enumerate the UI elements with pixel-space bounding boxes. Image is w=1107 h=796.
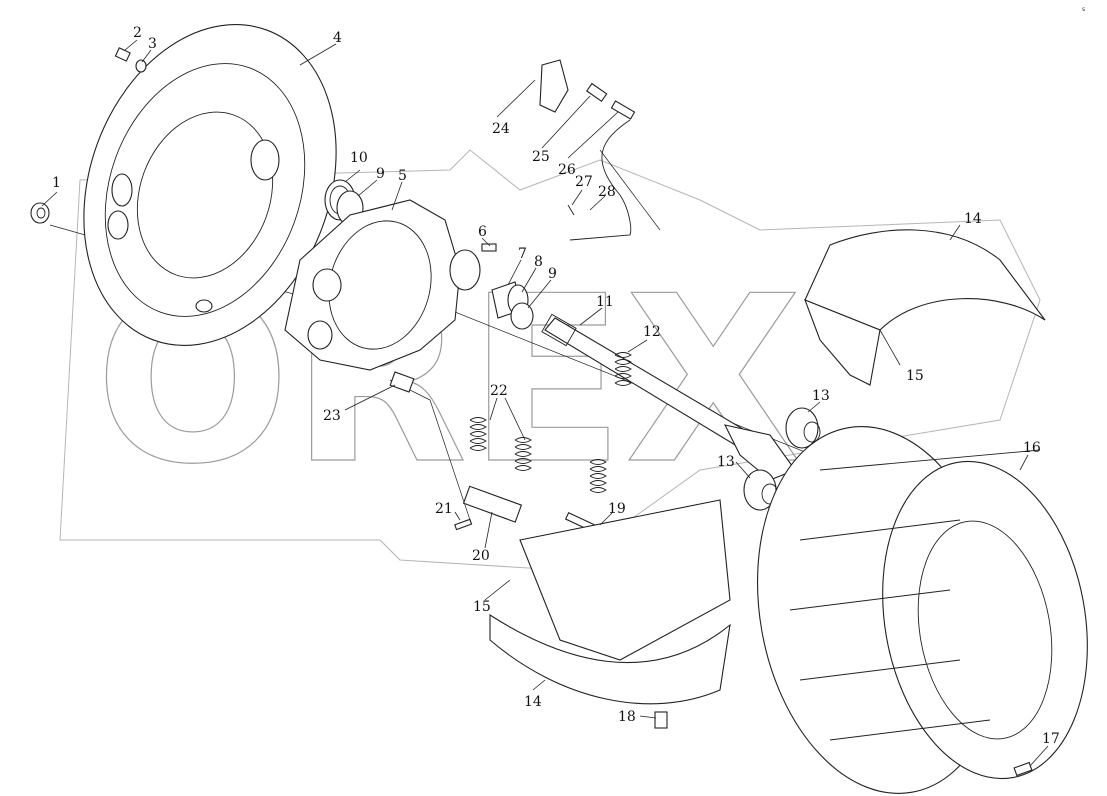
- upper-brake-shoe: [804, 229, 1046, 386]
- callout-15-lower: 15: [473, 599, 491, 615]
- callout-16: 16: [1023, 440, 1041, 456]
- callout-13-upper: 13: [812, 388, 830, 404]
- callout-5: 5: [398, 168, 407, 184]
- callout-15-upper: 15: [906, 368, 924, 384]
- callout-22: 22: [490, 383, 508, 399]
- callout-26: 26: [558, 162, 576, 178]
- brake-spider: [284, 199, 481, 371]
- callout-11: 11: [596, 294, 614, 310]
- roller-13-upper: [785, 407, 821, 449]
- leader-lines: [41, 39, 1049, 767]
- callout-20: 20: [472, 548, 490, 564]
- callout-2: 2: [133, 25, 142, 41]
- callout-23: 23: [323, 408, 341, 424]
- camshaft: [541, 313, 796, 481]
- pin-21: [454, 518, 473, 531]
- corner-mark: s: [1082, 6, 1085, 13]
- callout-27: 27: [575, 174, 593, 190]
- callout-10: 10: [350, 150, 368, 166]
- callout-labels: 1 2 3 4 5 6 7 8 9 9 10 11 12 13 13 14 14…: [52, 25, 1060, 747]
- callout-14-upper: 14: [964, 211, 982, 227]
- callout-28: 28: [598, 184, 616, 200]
- bushing-and-rings: [491, 281, 534, 330]
- callout-3: 3: [148, 36, 157, 52]
- callout-25: 25: [532, 149, 550, 165]
- callout-1: 1: [52, 175, 61, 191]
- nut-part-1: [30, 202, 50, 224]
- callout-24: 24: [492, 121, 510, 137]
- callout-8: 8: [534, 254, 543, 270]
- bolt-part-2: [114, 47, 131, 62]
- callout-4: 4: [333, 30, 342, 46]
- callout-9-upper: 9: [376, 166, 385, 182]
- fitting-6: [481, 243, 497, 252]
- callout-17: 17: [1042, 731, 1060, 747]
- brake-drum: [756, 426, 1088, 794]
- washer-part-3: [135, 59, 147, 73]
- backing-plate: [83, 24, 337, 346]
- sensor-bracket-assembly: [539, 59, 636, 241]
- callout-21: 21: [435, 501, 453, 517]
- callout-12: 12: [643, 324, 661, 340]
- screw-17: [1013, 761, 1033, 777]
- bolt-18: [654, 711, 668, 729]
- callout-19: 19: [608, 501, 626, 517]
- callout-7: 7: [518, 246, 527, 262]
- callout-13-lower: 13: [717, 454, 735, 470]
- springs: [469, 352, 632, 493]
- callout-18: 18: [618, 709, 636, 725]
- callout-9-lower: 9: [548, 266, 557, 282]
- lower-brake-shoe: [489, 499, 731, 705]
- callout-6: 6: [478, 224, 487, 240]
- callout-14-lower: 14: [524, 694, 542, 710]
- bolt-23: [389, 371, 415, 393]
- anchor-pin-20: [462, 485, 523, 523]
